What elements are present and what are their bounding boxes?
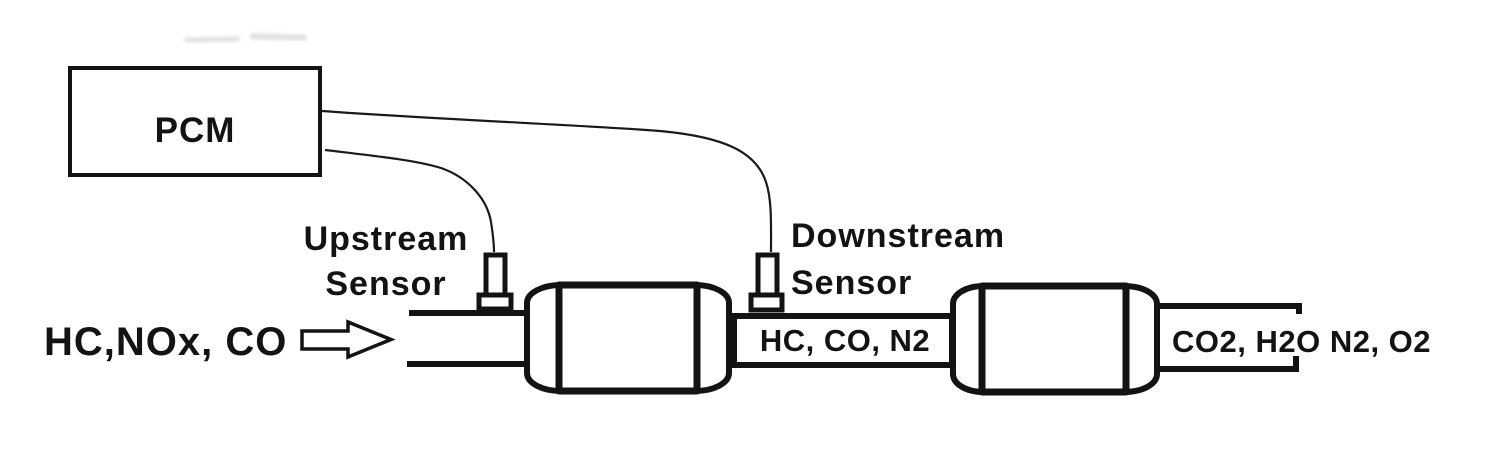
- pcm-label: PCM: [154, 111, 236, 150]
- upstream-sensor: [476, 252, 514, 312]
- downstream-sensor-base: [748, 292, 785, 313]
- mid-gases-label: HC, CO, N2: [759, 322, 931, 358]
- converter-1-body: [555, 281, 701, 395]
- catalytic-converter-1: [524, 281, 732, 395]
- upstream-sensor-label-line1: Upstream: [303, 220, 469, 258]
- downstream-sensor-stem: [755, 252, 780, 298]
- converter-2-body: [978, 282, 1130, 396]
- converter-1-outlet-cap: [692, 282, 732, 394]
- upstream-sensor-label-line2: Sensor: [325, 265, 447, 303]
- catalytic-converter-2: [950, 282, 1160, 396]
- inlet-gases-label: HC,NOx, CO: [44, 320, 288, 364]
- wire-pcm-to-downstream-sensor: [321, 109, 773, 253]
- downstream-sensor-label-line2: Sensor: [791, 264, 913, 302]
- wire-pcm-to-upstream-sensor: [324, 148, 496, 253]
- downstream-sensor: [748, 252, 785, 313]
- pcm-box: [68, 66, 322, 177]
- upstream-sensor-label: Upstream Sensor: [276, 217, 496, 307]
- converter-1-inlet-cap: [524, 282, 564, 394]
- outlet-gases-label: CO2, H2O N2, O2: [1172, 324, 1432, 359]
- outlet-pipe-top-line: [1150, 303, 1302, 314]
- downstream-sensor-label-line1: Downstream: [791, 217, 1006, 255]
- outlet-pipe-bottom-line: [1150, 356, 1299, 372]
- flow-arrow-icon: [300, 319, 396, 360]
- converter-2-inlet-cap: [950, 283, 987, 395]
- downstream-sensor-label: Downstream Sensor: [791, 213, 1071, 307]
- upstream-sensor-base: [476, 292, 514, 312]
- converter-2-outlet-cap: [1121, 283, 1160, 395]
